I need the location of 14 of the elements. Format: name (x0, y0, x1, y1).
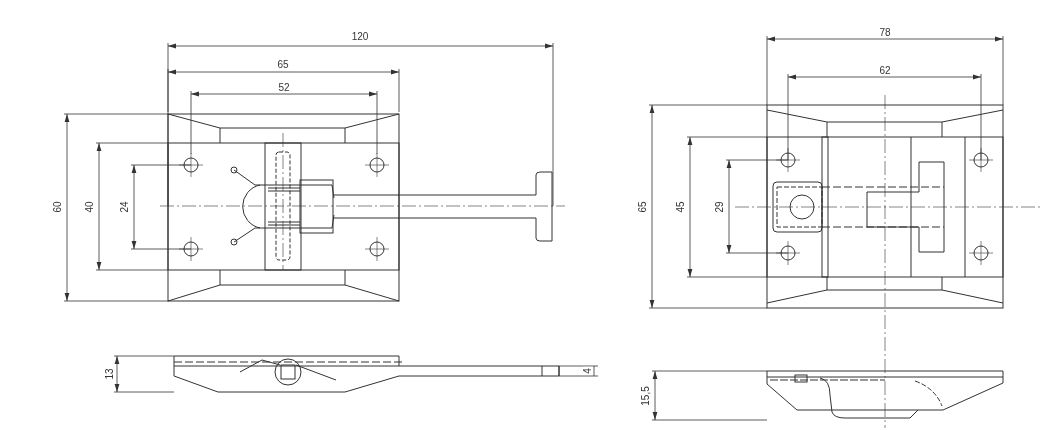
dimension-value: 52 (277, 83, 291, 93)
dimension-value: 62 (878, 66, 892, 76)
dimension-value: 120 (350, 32, 370, 42)
dimension-value: 29 (715, 200, 725, 214)
dimension-value: 40 (85, 200, 95, 214)
dimension-value: 60 (53, 200, 63, 214)
dimension-value: 45 (676, 200, 686, 214)
dimension-value: 78 (878, 28, 892, 38)
dimension-value: 15,5 (641, 385, 651, 407)
dimension-value: 65 (638, 200, 648, 214)
dimension-value: 24 (120, 200, 130, 214)
dimension-value: 13 (105, 367, 115, 381)
dimension-value: 65 (276, 60, 290, 70)
dimension-value: 4 (583, 367, 593, 375)
